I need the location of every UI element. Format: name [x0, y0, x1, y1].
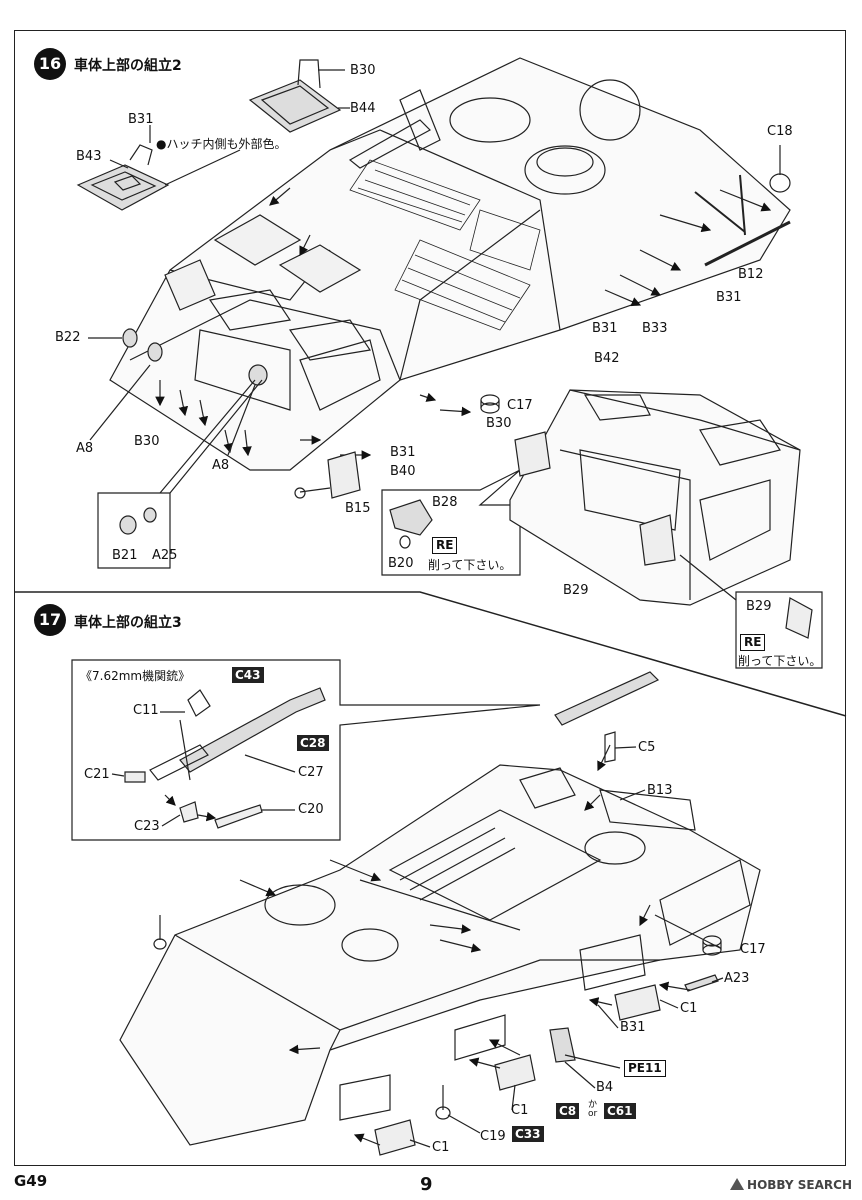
label-a8-mid: A8	[212, 458, 230, 473]
label-b15: B15	[345, 501, 371, 516]
label-b42: B42	[594, 351, 620, 366]
hatch-paint-note: ●ハッチ内側も外部色。	[156, 137, 287, 151]
label-b43: B43	[76, 149, 102, 164]
label-b40: B40	[390, 464, 416, 479]
section-divider	[14, 591, 847, 717]
label-c1-b: C1	[511, 1103, 529, 1118]
label-b4: B4	[596, 1080, 614, 1095]
label-b21: B21	[112, 548, 138, 563]
mg-title: 《7.62mm機関銃》	[80, 669, 191, 683]
label-c21: C21	[84, 767, 110, 782]
rear-hull-16	[509, 389, 801, 606]
tag-pe11: PE11	[624, 1060, 666, 1077]
watermark: HOBBY SEARCH	[730, 1178, 852, 1192]
cut-off-note-1: 削って下さい。	[428, 558, 512, 572]
hobby-search-logo-icon	[730, 1178, 745, 1190]
label-a8-left: A8	[76, 441, 94, 456]
label-b30-top: B30	[350, 63, 376, 78]
step-17-title: 車体上部の組立3	[74, 615, 182, 631]
watermark-text: HOBBY SEARCH	[747, 1178, 852, 1192]
label-c27: C27	[298, 765, 324, 780]
label-c17-16: C17	[507, 398, 533, 413]
page-frame	[14, 30, 846, 1166]
label-b44: B44	[350, 101, 376, 116]
label-b31-17: B31	[620, 1020, 646, 1035]
label-b29-b: B29	[746, 599, 772, 614]
tag-c43: C43	[232, 667, 264, 683]
tag-c33: C33	[512, 1126, 544, 1142]
hull-17	[119, 764, 761, 1146]
label-b31-b: B31	[716, 290, 742, 305]
label-b28: B28	[432, 495, 458, 510]
label-a23: A23	[724, 971, 750, 986]
step-16-title: 車体上部の組立2	[74, 58, 182, 74]
cut-off-note-2: 削って下さい。	[738, 654, 822, 668]
page-number: 9	[420, 1174, 433, 1195]
step-16-badge: 16	[34, 48, 66, 80]
label-c1-c: C1	[432, 1140, 450, 1155]
step-17-badge: 17	[34, 604, 66, 636]
footer-code: G49	[14, 1172, 48, 1190]
label-b22: B22	[55, 330, 81, 345]
label-c20: C20	[298, 802, 324, 817]
label-c11: C11	[133, 703, 159, 718]
tag-c8: C8	[556, 1103, 580, 1119]
part-c18	[769, 145, 791, 193]
label-b30-left: B30	[134, 434, 160, 449]
tag-c61: C61	[604, 1103, 636, 1119]
label-c18: C18	[767, 124, 793, 139]
re-tag-2: RE	[740, 634, 766, 651]
label-b31-d: B31	[390, 445, 416, 460]
label-b31-c: B31	[592, 321, 618, 336]
machine-gun-detail	[124, 687, 326, 829]
label-b29-a: B29	[563, 583, 589, 598]
label-b31-a: B31	[128, 112, 154, 127]
label-c1-a: C1	[680, 1001, 698, 1016]
hatch-b43	[76, 144, 170, 211]
label-c17-17: C17	[740, 942, 766, 957]
label-b33: B33	[642, 321, 668, 336]
re-tag-1: RE	[432, 537, 458, 554]
label-b30-mid: B30	[486, 416, 512, 431]
label-b13: B13	[647, 783, 673, 798]
label-a25: A25	[152, 548, 178, 563]
hatch-b44	[248, 59, 342, 133]
label-b20: B20	[388, 556, 414, 571]
or-note: か or	[588, 1100, 598, 1119]
hull-16	[109, 57, 791, 471]
label-c23: C23	[134, 819, 160, 834]
label-c5: C5	[638, 740, 656, 755]
label-b12: B12	[738, 267, 764, 282]
label-c19: C19	[480, 1129, 506, 1144]
tag-c28: C28	[297, 735, 329, 751]
